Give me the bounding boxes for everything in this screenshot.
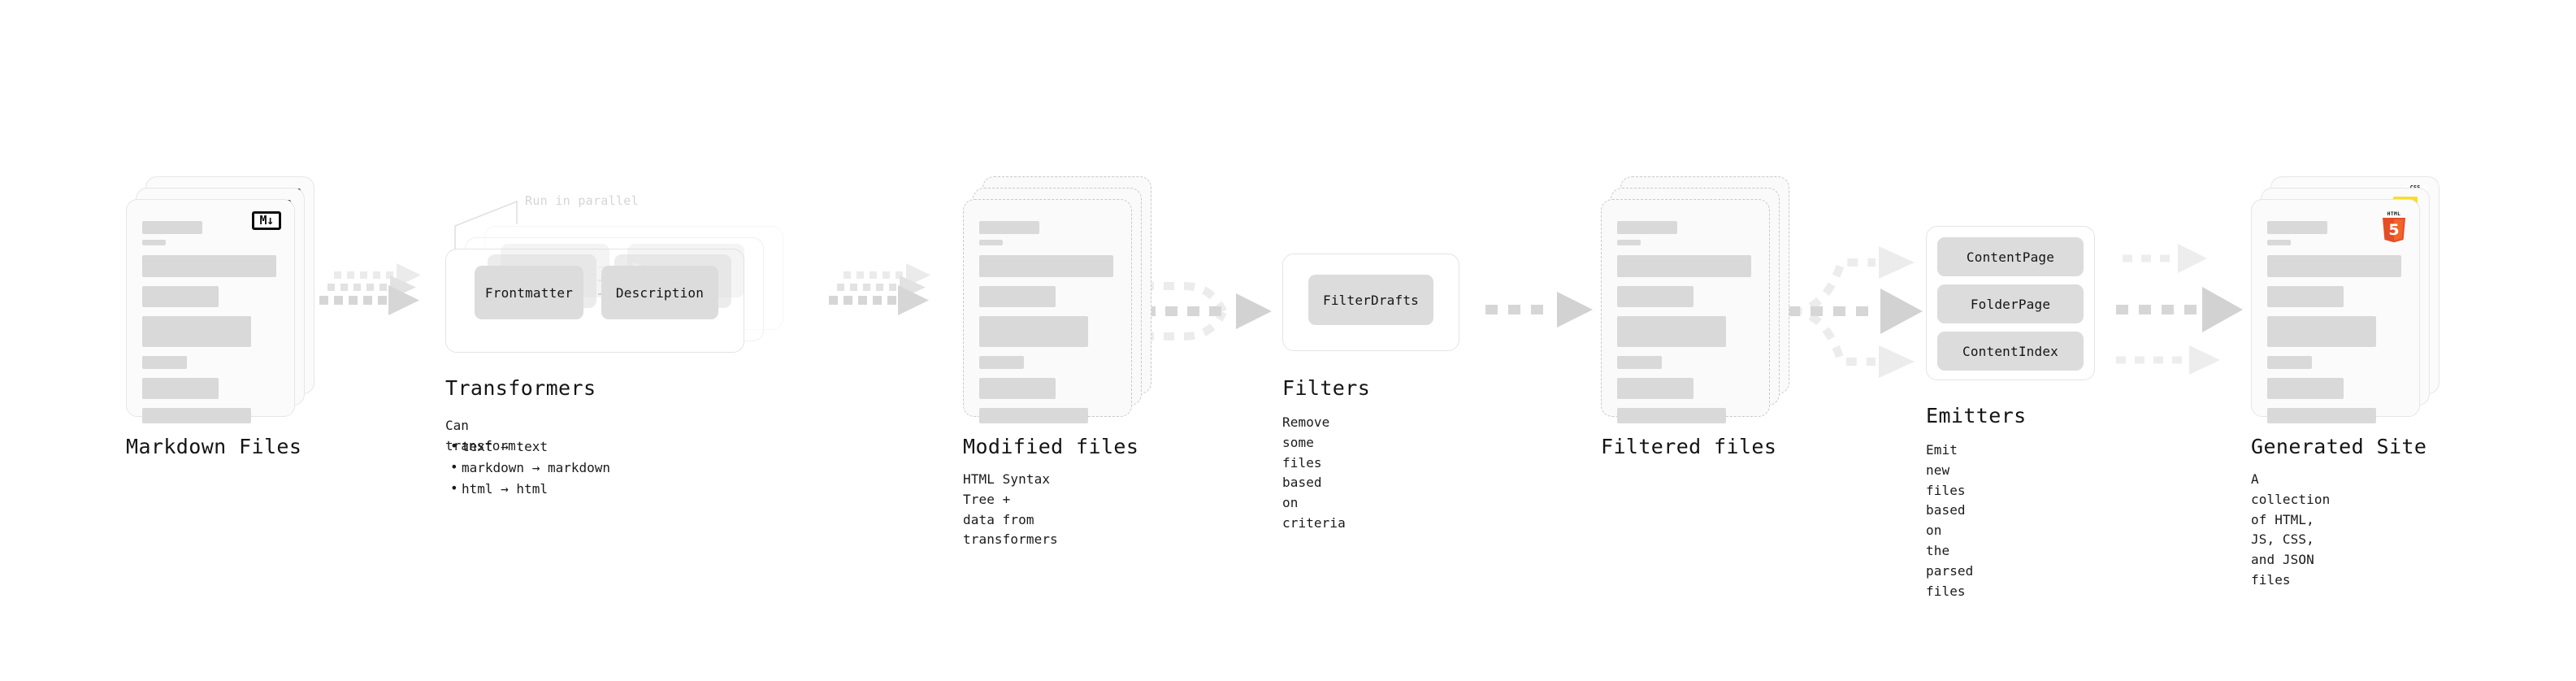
html5-badge-icon: HTML 5: [2383, 211, 2405, 243]
transformers-bullet-list: text → text markdown → markdown html → h…: [449, 436, 610, 500]
stage-title-markdown-files: Markdown Files: [126, 435, 302, 458]
transformer-chip-description-label: Description: [615, 284, 705, 301]
transformer-chip-description[interactable]: Description: [601, 266, 718, 319]
stage-title-generated-site: Generated Site: [2251, 435, 2427, 458]
filter-chip-filterdrafts[interactable]: FilterDrafts: [1308, 275, 1433, 325]
document-card-front: [1601, 199, 1770, 423]
emitter-chip-folderpage-label: FolderPage: [1970, 296, 2051, 312]
filtered-file-stack: [1601, 176, 1789, 423]
emitter-chip-contentpage[interactable]: ContentPage: [1937, 237, 2084, 276]
emitter-chip-contentindex-label: ContentIndex: [1962, 343, 2058, 359]
generated-site-stack: CSS HTML 5: [2251, 176, 2439, 423]
markdown-badge-glyph: M↓: [252, 211, 281, 230]
svg-text:HTML: HTML: [2387, 211, 2401, 217]
svg-text:5: 5: [2388, 221, 2399, 239]
filter-chip-filterdrafts-label: FilterDrafts: [1323, 292, 1419, 308]
stage-title-filtered-files: Filtered files: [1601, 435, 1777, 458]
stacked-dashed-arrow-icon: [319, 263, 421, 315]
skeleton-content: [1617, 221, 1754, 429]
dashed-arrow-icon: [1485, 292, 1593, 327]
connector-md-to-transformers: [313, 263, 435, 333]
markdown-file-stack: M↓ M↓ M↓: [126, 176, 314, 423]
transformers-bullet-1: markdown → markdown: [449, 457, 610, 479]
stage-description-emitters: Emit new files based on the parsed files: [1926, 442, 1974, 599]
stage-title-transformers: Transformers: [445, 376, 596, 400]
emitter-chip-contentpage-label: ContentPage: [1966, 249, 2055, 265]
stage-description-filters: Remove some files based on criteria: [1282, 414, 1346, 531]
transformers-bullet-2: html → html: [449, 478, 610, 500]
transformers-bullet-0: text → text: [449, 436, 610, 458]
connector-transformers-to-modified: [822, 263, 944, 333]
connector-filters-to-filtered: [1482, 288, 1596, 337]
triple-dashed-arrow-icon: [2116, 244, 2243, 375]
stacked-dashed-arrow-icon: [829, 263, 930, 315]
emitter-chip-contentindex[interactable]: ContentIndex: [1937, 332, 2084, 371]
stage-description-generated-site: A collection of HTML, JS, CSS, and JSON …: [2251, 471, 2331, 588]
connector-modified-to-filters: [1134, 260, 1280, 374]
connector-emitters-to-site: [2111, 232, 2266, 386]
document-card-front: M↓: [126, 199, 295, 423]
stage-title-modified-files: Modified files: [963, 435, 1139, 458]
document-card-front: [963, 199, 1132, 423]
stage-title-emitters: Emitters: [1926, 404, 2027, 427]
skeleton-content: [142, 221, 279, 429]
emitter-chip-folderpage[interactable]: FolderPage: [1937, 284, 2084, 323]
transformer-chip-frontmatter[interactable]: Frontmatter: [475, 266, 583, 319]
markdown-badge: M↓: [252, 211, 281, 230]
modified-file-stack: [963, 176, 1151, 423]
connector-filtered-to-emitters: [1788, 223, 1942, 386]
html5-badge: HTML 5: [2380, 210, 2408, 243]
converging-dashed-arrow-icon: [1143, 282, 1272, 340]
skeleton-content: [2267, 221, 2404, 429]
stage-title-filters: Filters: [1282, 376, 1371, 400]
skeleton-content: [979, 221, 1116, 429]
document-card-front: HTML 5: [2251, 199, 2420, 423]
transformer-chip-frontmatter-label: Frontmatter: [484, 284, 574, 301]
parallel-leader-line-icon: [454, 200, 518, 254]
parallel-annotation: Run in parallel: [525, 193, 639, 208]
stage-description-modified-files: HTML Syntax Tree + data from transformer…: [963, 471, 1058, 548]
diverging-dashed-arrow-icon: [1788, 246, 1923, 378]
